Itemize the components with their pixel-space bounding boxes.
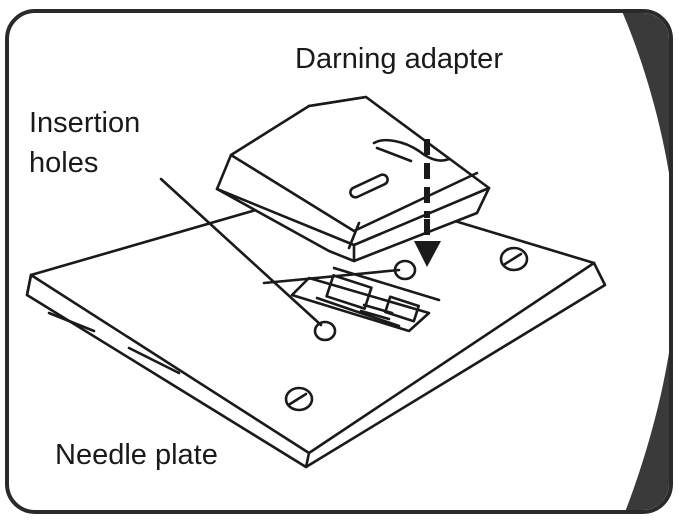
illustration-frame: Darning adapter Insertion holes Needle p… xyxy=(5,9,673,514)
darning-adapter xyxy=(215,95,491,263)
insertion-holes-label-line1: Insertion xyxy=(29,107,141,139)
insertion-holes-leader xyxy=(159,177,323,327)
darning-adapter-label: Darning adapter xyxy=(295,43,503,75)
step-tab xyxy=(622,13,669,510)
needle-plate-label: Needle plate xyxy=(55,439,218,471)
insert-direction-arrow xyxy=(414,139,441,267)
illustration-svg xyxy=(25,13,669,510)
insertion-holes-label-line2: holes xyxy=(29,147,99,179)
screw-icon xyxy=(284,246,529,412)
insertion-holes-leader-2 xyxy=(262,268,401,285)
step-number: 1 xyxy=(636,249,662,298)
